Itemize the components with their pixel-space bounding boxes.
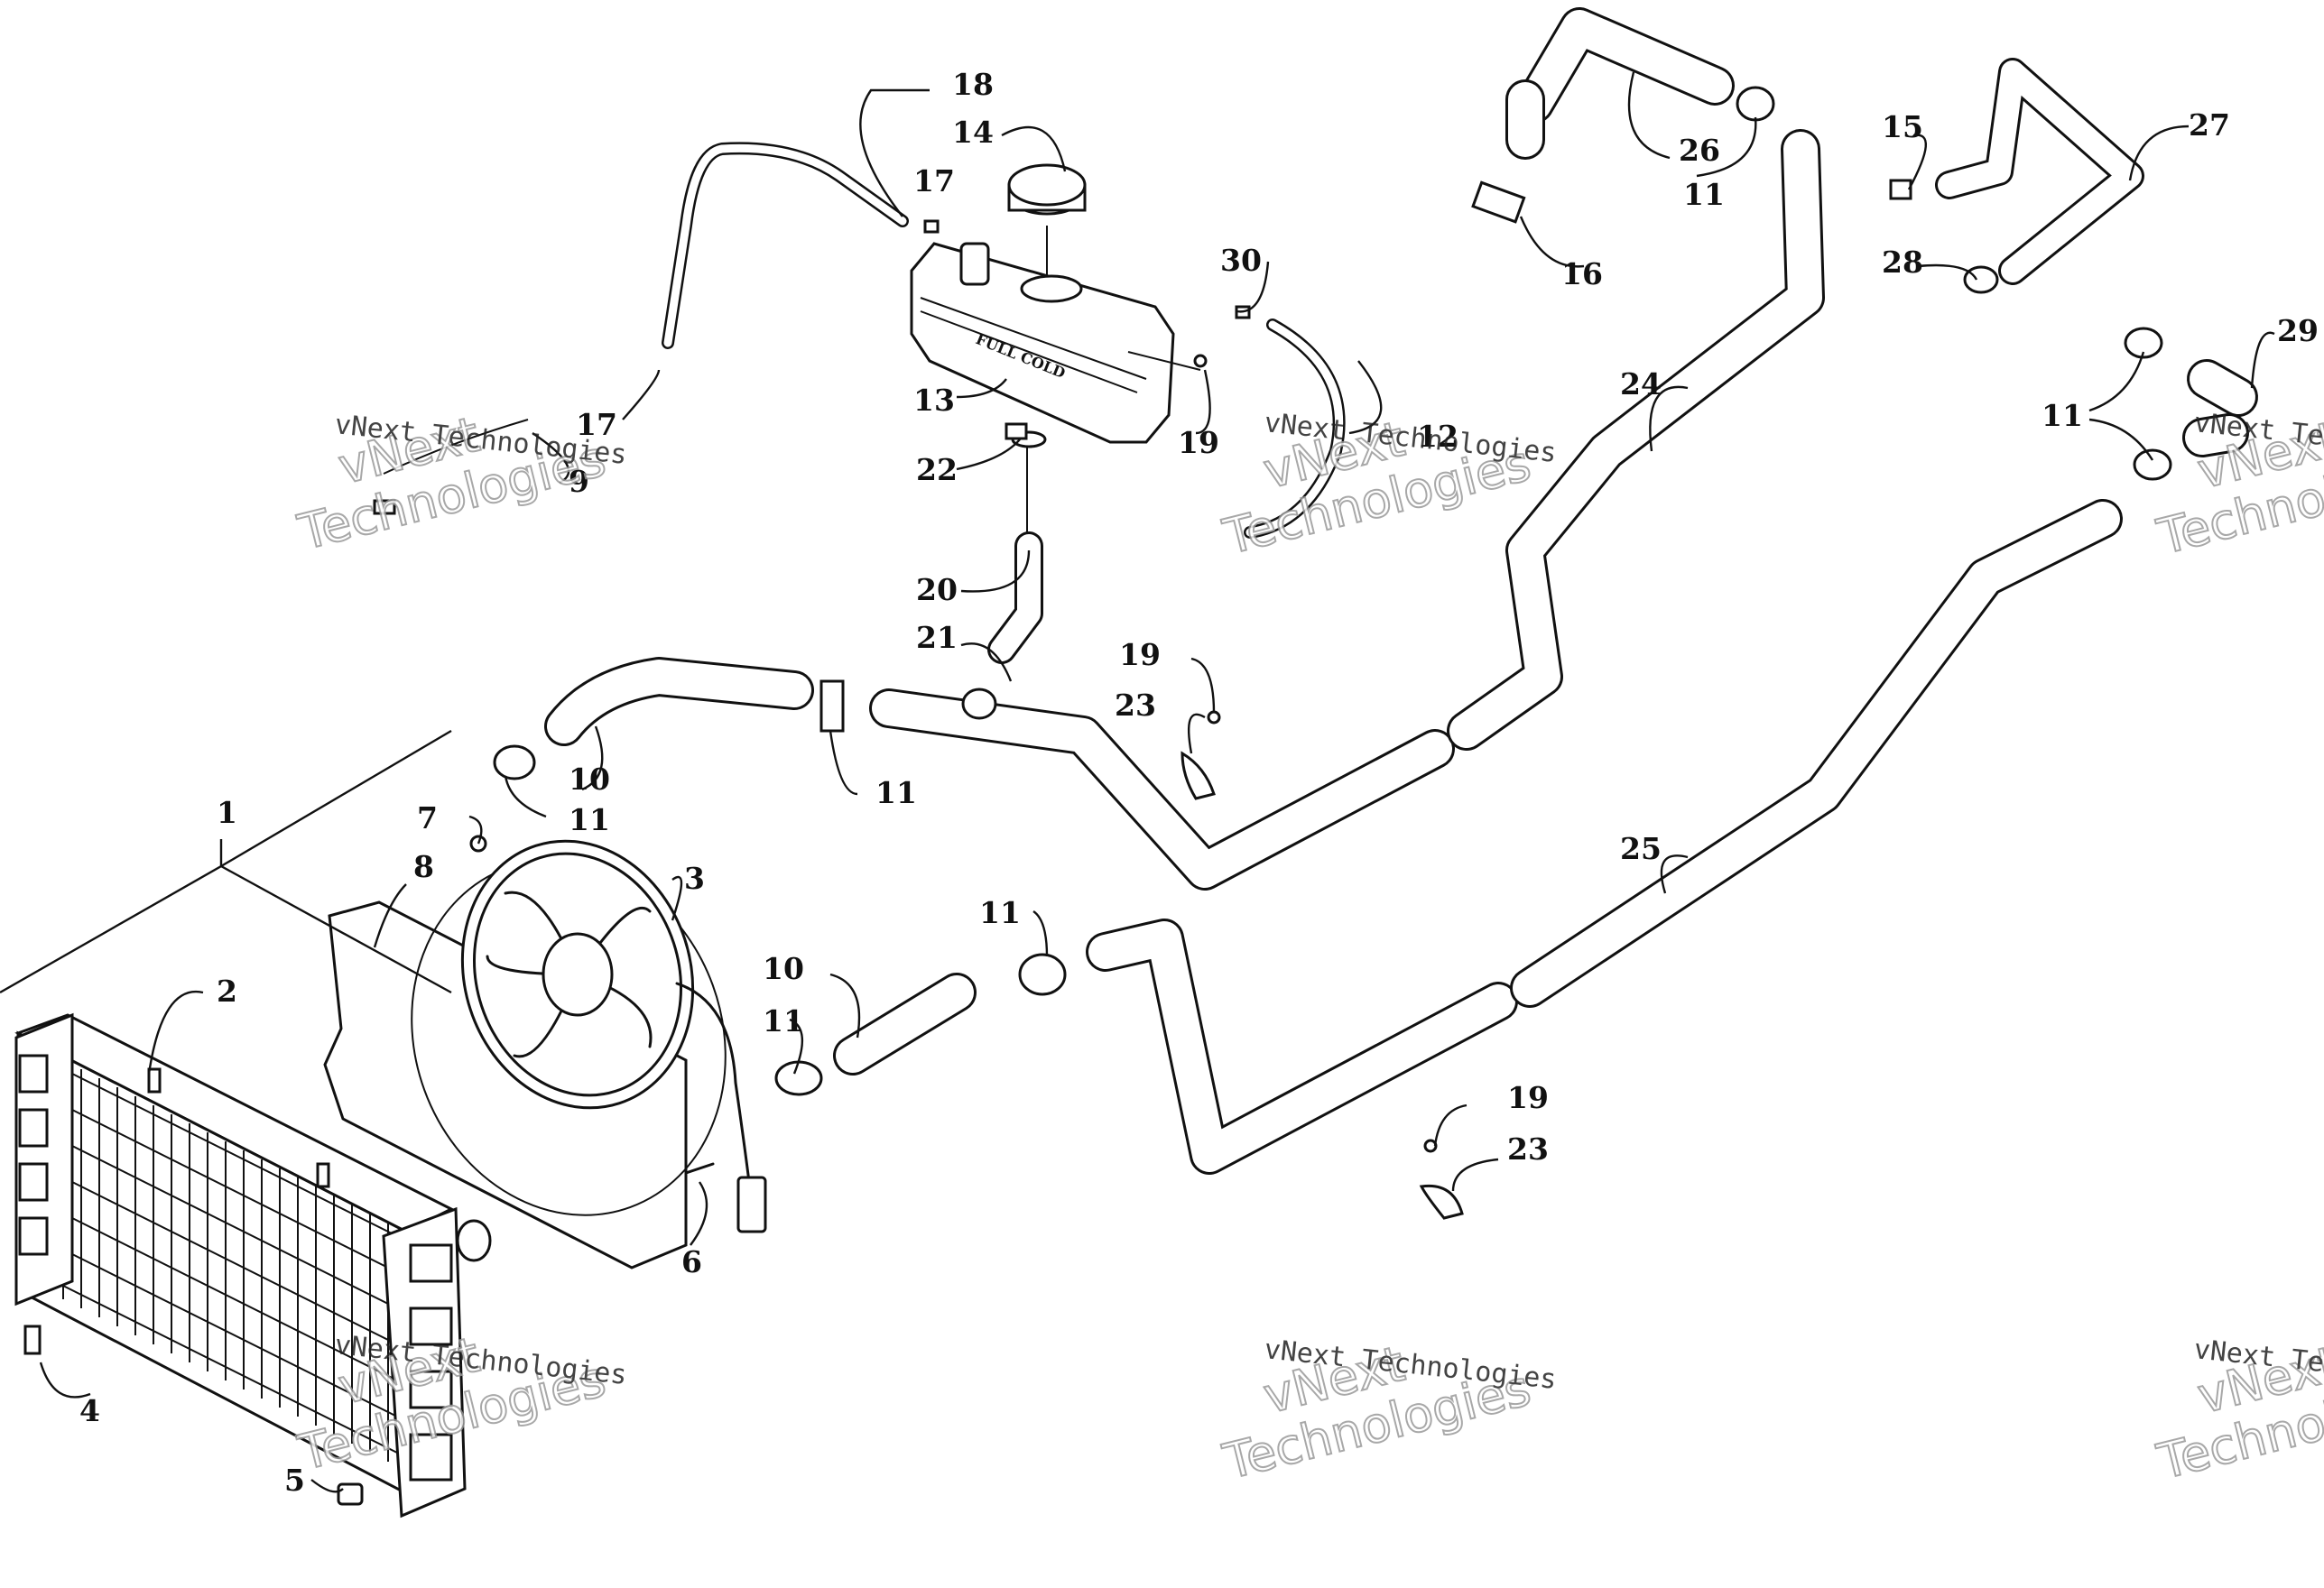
callout-11e: 11 (1683, 177, 1725, 212)
hose-clamps (493, 86, 2172, 1220)
callout-11f: 11 (2042, 398, 2083, 433)
callout-10b: 10 (763, 951, 804, 986)
callout-17a: 17 (913, 163, 955, 198)
callout-13: 13 (913, 383, 955, 418)
callout-2: 2 (217, 974, 237, 1009)
callout-23a: 23 (1115, 688, 1156, 723)
callout-8: 8 (413, 849, 434, 884)
callout-14: 14 (952, 115, 994, 150)
callout-30: 30 (1220, 243, 1262, 278)
callout-20: 20 (916, 572, 958, 607)
callout-28: 28 (1882, 245, 1923, 280)
callout-22: 22 (916, 452, 958, 487)
return-hoses (1935, 58, 2258, 457)
callout-17b: 17 (576, 407, 617, 442)
callout-numbers: 1 2 3 4 5 6 7 8 9 10 10 11 11 11 11 11 1… (79, 67, 2319, 1498)
callout-15: 15 (1882, 109, 1923, 144)
upper-coolant-hose (544, 7, 1825, 891)
callout-27: 27 (2189, 107, 2230, 143)
callout-26: 26 (1679, 133, 1720, 168)
lower-coolant-hose (833, 499, 2123, 1175)
callout-23b: 23 (1507, 1131, 1549, 1167)
radiator (14, 1012, 492, 1519)
callout-24: 24 (1620, 366, 1662, 402)
callout-3: 3 (684, 861, 705, 896)
cooling-fan (460, 835, 767, 1233)
overflow-hoses (373, 142, 1346, 539)
callout-19a: 19 (1178, 425, 1219, 460)
callout-29: 29 (2277, 313, 2319, 348)
leader-lines (0, 71, 2275, 1493)
callout-4: 4 (79, 1393, 100, 1428)
coolant-reservoir: FULL COLD (910, 163, 1175, 664)
callout-18: 18 (952, 67, 994, 102)
callout-11b: 11 (875, 775, 917, 810)
callout-5: 5 (284, 1463, 305, 1498)
callout-19b: 19 (1119, 637, 1161, 672)
callout-10a: 10 (569, 762, 610, 797)
callout-11a: 11 (569, 802, 610, 837)
callout-7: 7 (417, 800, 438, 836)
callout-11c: 11 (979, 895, 1021, 930)
callout-12: 12 (1417, 419, 1458, 454)
callout-25: 25 (1620, 831, 1662, 866)
callout-21: 21 (916, 620, 958, 655)
callout-19c: 19 (1507, 1080, 1549, 1115)
callout-9: 9 (569, 464, 589, 499)
callout-16: 16 (1561, 256, 1603, 291)
callout-1: 1 (217, 795, 237, 830)
callout-6: 6 (681, 1244, 702, 1279)
callout-11d: 11 (763, 1003, 804, 1039)
